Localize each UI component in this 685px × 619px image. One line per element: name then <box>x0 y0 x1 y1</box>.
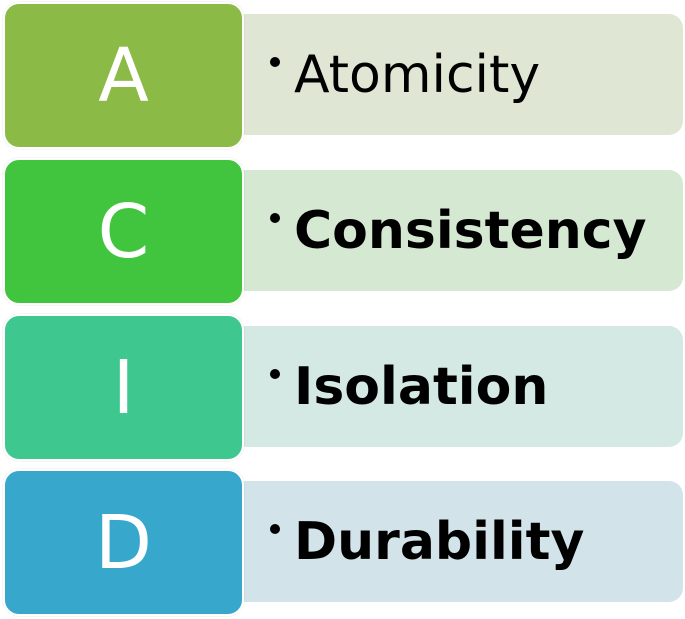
letter-c: C <box>97 188 150 275</box>
letter-box-d: D <box>3 469 244 616</box>
bullet-icon <box>270 523 280 534</box>
letter-box-a: A <box>3 2 244 149</box>
bullet-icon <box>270 56 280 67</box>
term-durability: Durability <box>294 511 585 572</box>
term-isolation: Isolation <box>294 356 549 417</box>
term-atomicity: Atomicity <box>294 44 541 105</box>
acid-row-consistency: C Consistency <box>0 156 685 308</box>
letter-i: I <box>112 344 135 431</box>
letter-d: D <box>95 499 152 586</box>
bullet-icon <box>270 212 280 223</box>
term-panel-consistency: Consistency <box>232 170 683 291</box>
term-panel-isolation: Isolation <box>232 326 683 447</box>
term-panel-durability: Durability <box>232 481 683 602</box>
letter-box-c: C <box>3 158 244 305</box>
acid-row-durability: D Durability <box>0 467 685 619</box>
term-consistency: Consistency <box>294 200 647 261</box>
letter-a: A <box>98 32 149 119</box>
term-panel-atomicity: Atomicity <box>232 14 683 135</box>
letter-box-i: I <box>3 314 244 461</box>
acid-row-isolation: I Isolation <box>0 312 685 464</box>
bullet-icon <box>270 368 280 379</box>
acid-row-atomicity: A Atomicity <box>0 0 685 152</box>
